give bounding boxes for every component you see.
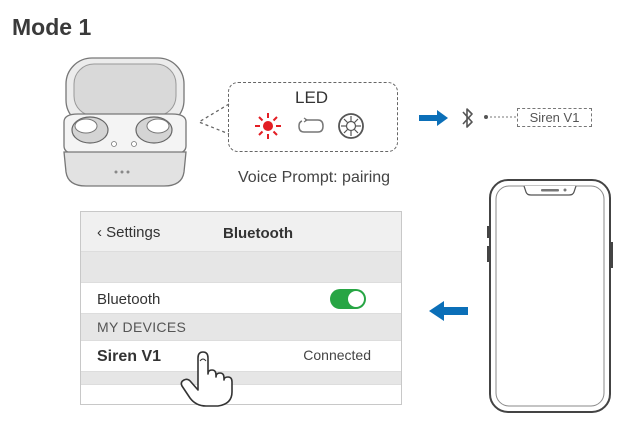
connector-line xyxy=(484,115,517,119)
bluetooth-label: Bluetooth xyxy=(97,291,161,308)
bluetooth-settings-panel: ‹ Settings Bluetooth Bluetooth MY DEVICE… xyxy=(80,211,402,405)
page-title: Bluetooth xyxy=(223,225,293,242)
white-led-icon xyxy=(338,113,364,139)
back-button[interactable]: ‹ Settings xyxy=(97,224,160,241)
bluetooth-row: Bluetooth xyxy=(81,282,401,314)
earbuds-case-illustration xyxy=(63,57,187,187)
led-label: LED xyxy=(295,88,329,107)
mode-title: Mode 1 xyxy=(12,14,92,40)
back-label: Settings xyxy=(106,224,161,241)
bluetooth-icon xyxy=(462,108,473,128)
red-led-flash-icon xyxy=(255,113,281,139)
my-devices-header: MY DEVICES xyxy=(81,314,401,340)
bluetooth-toggle[interactable] xyxy=(330,289,366,309)
arrow-left-icon xyxy=(429,301,468,321)
bubble-tail xyxy=(197,103,230,135)
arrow-right-icon xyxy=(419,110,448,126)
device-name-tag: Siren V1 xyxy=(517,108,592,127)
device-row[interactable]: Siren V1 Connected xyxy=(81,340,401,372)
smartphone-illustration xyxy=(487,179,613,413)
nav-bar: ‹ Settings Bluetooth xyxy=(81,212,401,252)
section-header-label: MY DEVICES xyxy=(97,319,187,335)
spacer-row xyxy=(81,252,401,282)
spacer-row xyxy=(81,372,401,384)
empty-row xyxy=(81,384,401,404)
device-status: Connected xyxy=(303,347,371,363)
voice-prompt-text: Voice Prompt: pairing xyxy=(238,169,391,186)
device-name: Siren V1 xyxy=(97,348,162,365)
alternating-loop-icon xyxy=(298,117,324,133)
chevron-left-icon: ‹ xyxy=(97,224,102,241)
led-indicator-bubble xyxy=(228,82,398,152)
hand-pointer-icon xyxy=(180,351,233,407)
toggle-knob xyxy=(348,291,364,307)
